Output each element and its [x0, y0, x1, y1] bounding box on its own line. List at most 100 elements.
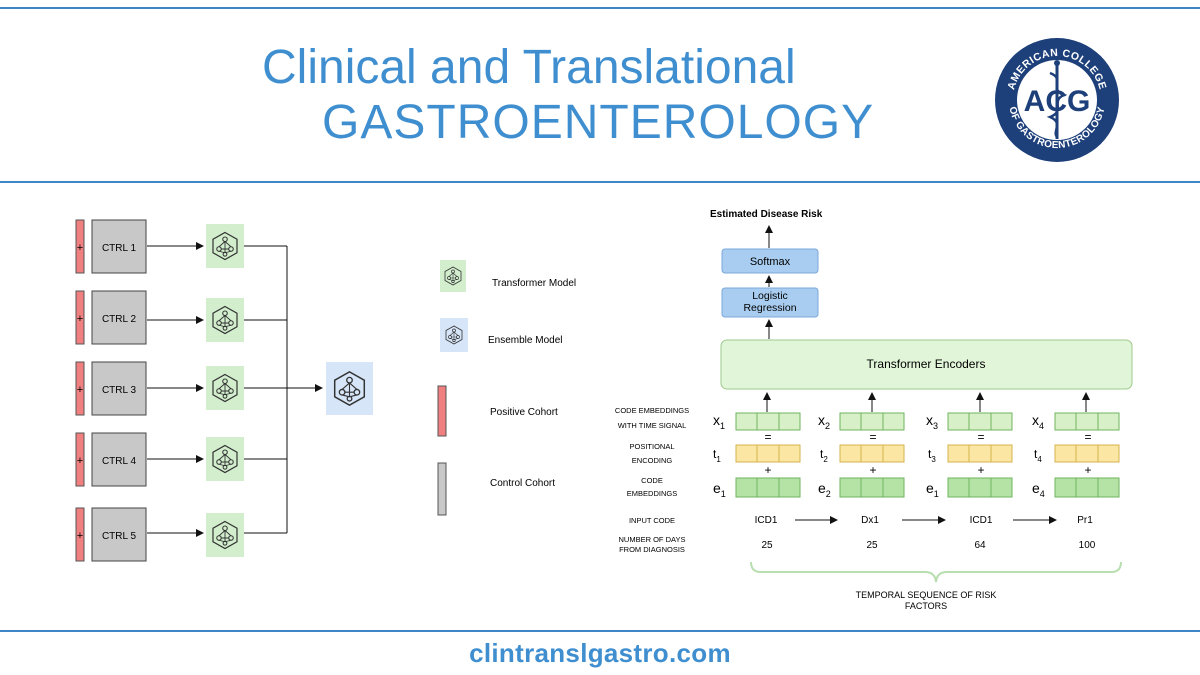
equals-sign: =	[869, 430, 876, 444]
x-symbol: x1	[713, 412, 725, 431]
control-label: CTRL 1	[102, 243, 137, 254]
figure: + CTRL 1 + CTRL 2 + CTRL 3	[75, 209, 1133, 611]
x-symbol: x3	[926, 412, 938, 431]
x-embedding-vector	[735, 412, 801, 431]
row-label-code-time-1: CODE EMBEDDINGS	[615, 406, 689, 415]
footer-url[interactable]: clintranslgastro.com	[469, 638, 731, 668]
footer-top-rule	[0, 630, 1200, 632]
plus-sign: +	[977, 463, 984, 477]
row-label-positional-2: ENCODING	[632, 456, 673, 465]
row-label-code-emb-2: EMBEDDINGS	[627, 489, 677, 498]
logo-initials: ACG	[1024, 85, 1091, 118]
positive-marker: +	[77, 384, 83, 396]
input-code: Dx1	[861, 515, 879, 526]
output-label: Estimated Disease Risk	[710, 209, 823, 220]
plus-sign: +	[1084, 463, 1091, 477]
control-group-2: + CTRL 2	[75, 290, 287, 345]
control-label: CTRL 2	[102, 314, 137, 325]
input-code: ICD1	[755, 515, 778, 526]
row-label-code-emb-1: CODE	[641, 476, 663, 485]
ensemble-diagram: + CTRL 1 + CTRL 2 + CTRL 3	[75, 219, 373, 562]
acg-logo: AMERICAN COLLEGE OF GASTROENTEROLOGY ACG	[995, 38, 1119, 162]
sequence-column-4: x4 = t4 + e4 Pr1 100	[1032, 392, 1120, 551]
t-symbol: t3	[928, 447, 936, 464]
row-label-positional-1: POSITIONAL	[629, 442, 674, 451]
control-label: CTRL 3	[102, 385, 137, 396]
control-cohort-box	[91, 507, 147, 562]
positive-cohort-bar	[75, 507, 85, 562]
e-symbol: e1	[926, 480, 939, 499]
logistic-regression-box	[721, 287, 819, 318]
row-label-days-1: NUMBER OF DAYS	[619, 535, 686, 544]
equals-sign: =	[1084, 430, 1091, 444]
row-label-code-time-2: WITH TIME SIGNAL	[618, 421, 687, 430]
days-value: 100	[1079, 540, 1096, 551]
control-cohort-box	[91, 361, 147, 416]
t-symbol: t1	[713, 447, 721, 464]
plus-sign: +	[764, 463, 771, 477]
top-rule	[0, 7, 1200, 9]
row-label-days-2: FROM DIAGNOSIS	[619, 545, 685, 554]
control-group-5: + CTRL 5	[75, 507, 287, 562]
positive-cohort-bar	[75, 290, 85, 345]
sequence-column-3: x3 = t3 + e1 ICD1 64	[926, 392, 1013, 551]
input-code: ICD1	[970, 515, 993, 526]
e-embedding-vector	[947, 477, 1013, 498]
journal-title-line2: GASTROENTEROLOGY	[322, 96, 875, 149]
control-cohort-box	[91, 219, 147, 274]
positive-marker: +	[77, 313, 83, 325]
positive-cohort-bar	[75, 432, 85, 487]
sequence-brace	[750, 561, 1122, 583]
sequence-column-1: x1 = t1 + e1 ICD1 25	[713, 392, 801, 551]
positive-marker: +	[77, 530, 83, 542]
x-symbol: x2	[818, 412, 830, 431]
transformer-encoders-box	[720, 339, 1133, 390]
t-encoding-vector	[1054, 444, 1120, 463]
legend-label-transformer: Transformer Model	[492, 278, 576, 289]
equals-sign: =	[977, 430, 984, 444]
legend-label-control: Control Cohort	[490, 478, 555, 489]
journal-title-line1: Clinical and Translational	[262, 41, 796, 94]
softmax-label: Softmax	[750, 256, 791, 268]
days-value: 64	[974, 540, 986, 551]
logistic-label-line1: Logistic	[752, 290, 788, 302]
legend-label-ensemble: Ensemble Model	[488, 335, 562, 346]
x-embedding-vector	[947, 412, 1013, 431]
input-code: Pr1	[1077, 515, 1093, 526]
t-symbol: t4	[1034, 447, 1042, 464]
e-symbol: e1	[713, 480, 726, 499]
transformer-encoders-label: Transformer Encoders	[867, 357, 986, 371]
t-encoding-vector	[947, 444, 1013, 463]
control-label: CTRL 5	[102, 531, 137, 542]
row-label-input-code: INPUT CODE	[629, 516, 675, 525]
e-embedding-vector	[735, 477, 801, 498]
e-embedding-vector	[839, 477, 905, 498]
control-group-4: + CTRL 4	[75, 432, 287, 487]
logistic-label-line2: Regression	[743, 302, 796, 314]
control-group-3: + CTRL 3	[75, 361, 287, 416]
positive-cohort-bar	[75, 361, 85, 416]
days-value: 25	[866, 540, 878, 551]
header-bottom-rule	[0, 181, 1200, 183]
x-symbol: x4	[1032, 412, 1044, 431]
e-embedding-vector	[1054, 477, 1120, 498]
positive-cohort-bar	[75, 219, 85, 274]
days-value: 25	[761, 540, 773, 551]
positive-marker: +	[77, 242, 83, 254]
t-encoding-vector	[735, 444, 801, 463]
softmax-box	[721, 248, 819, 274]
legend-control-cohort-swatch	[437, 462, 447, 516]
legend: Transformer Model Ensemble Model Positiv…	[437, 260, 576, 516]
legend-label-positive: Positive Cohort	[490, 407, 558, 418]
sequence-column-2: x2 = t2 + e2 Dx1 25	[818, 392, 905, 551]
control-cohort-box	[91, 290, 147, 345]
brace-label-line2: FACTORS	[905, 601, 947, 611]
e-symbol: e4	[1032, 480, 1045, 499]
e-symbol: e2	[818, 480, 831, 499]
equals-sign: =	[764, 430, 771, 444]
control-group-1: + CTRL 1	[75, 219, 287, 274]
plus-sign: +	[869, 463, 876, 477]
x-embedding-vector	[1054, 412, 1120, 431]
brace-label-line1: TEMPORAL SEQUENCE OF RISK	[856, 590, 997, 600]
t-symbol: t2	[820, 447, 828, 464]
